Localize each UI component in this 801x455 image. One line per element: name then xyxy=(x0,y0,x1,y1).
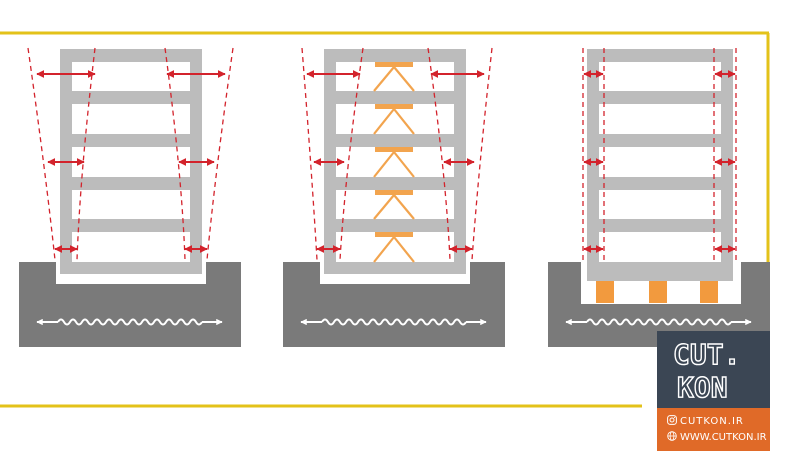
logo-mark: CUT. KON xyxy=(657,331,770,408)
building-frame xyxy=(324,49,466,274)
ground-wave xyxy=(36,318,223,326)
instagram-icon xyxy=(667,415,677,425)
ground-wave xyxy=(300,318,487,326)
instagram-line[interactable]: CUTKON.IR xyxy=(667,415,767,427)
deformation-lines xyxy=(301,47,493,261)
ground-wave xyxy=(565,318,752,326)
instagram-handle: CUTKON.IR xyxy=(680,416,744,427)
website-line[interactable]: WWW.CUTKON.IR xyxy=(667,431,767,443)
drift-arrows xyxy=(583,70,736,253)
cutkon-logo: CUT. KON CUTKON.IR WWW.CUTKON.IR xyxy=(657,331,770,451)
panel-fixed-base xyxy=(19,47,241,347)
building-frame xyxy=(587,49,733,281)
logo-word-cut: CUT. xyxy=(673,338,740,371)
website-url: WWW.CUTKON.IR xyxy=(680,432,767,443)
diagonal-bracing xyxy=(373,62,415,263)
logo-word-kon: KON xyxy=(677,371,728,404)
panel-braced xyxy=(283,47,505,347)
globe-icon xyxy=(667,431,677,441)
logo-contact: CUTKON.IR WWW.CUTKON.IR xyxy=(657,408,770,451)
panel-base-isolated xyxy=(548,48,770,347)
drift-arrows xyxy=(36,70,226,253)
base-isolators xyxy=(596,281,718,303)
drift-arrows xyxy=(306,70,485,253)
